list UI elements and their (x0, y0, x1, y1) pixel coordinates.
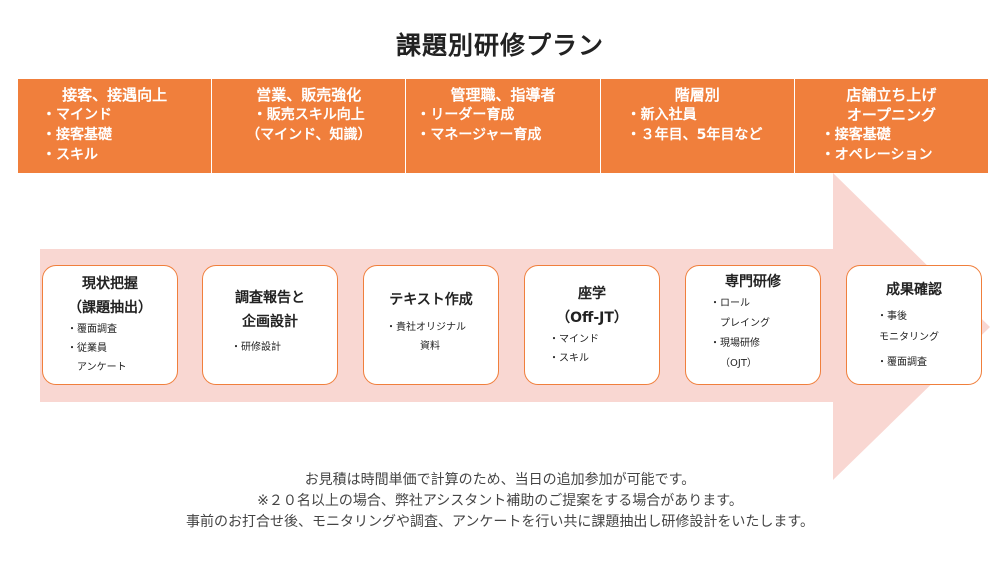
step-box-classroom: 座学 （Off-JT） ・マインド ・スキル (524, 265, 660, 385)
category-item: ・リーダー育成 (416, 107, 515, 123)
step-title: 成果確認 (886, 282, 942, 298)
step-item: ・現場研修 (710, 338, 760, 349)
step-item: ・マインド (549, 334, 599, 345)
category-management: 管理職、指導者 ・リーダー育成 ・マネージャー育成 (406, 79, 601, 173)
category-title: 接客、接遇向上 (62, 86, 168, 104)
step-title: （Off-JT） (556, 310, 628, 326)
note-line: 事前のお打合せ後、モニタリングや調査、アンケートを行い共に課題抽出し研修設計をい… (185, 514, 815, 530)
category-item: ・新入社員 (626, 107, 697, 123)
category-items: ・新入社員 ・３年目、5年目など (601, 105, 794, 145)
category-sales: 営業、販売強化 ・販売スキル向上 （マインド、知識） (212, 79, 407, 173)
step-title: 専門研修 (725, 274, 781, 290)
category-items: ・リーダー育成 ・マネージャー育成 (406, 105, 599, 145)
category-items: ・販売スキル向上 （マインド、知識） (212, 105, 405, 145)
category-item: ・接客基礎 (42, 127, 112, 143)
step-item: ・貴社オリジナル (386, 322, 466, 333)
category-title: 営業、販売強化 (256, 86, 362, 104)
step-item: ・覆面調査 (877, 357, 927, 368)
note-line: ※２０名以上の場合、弊社アシスタント補助のご提案をする場合があります。 (257, 493, 743, 509)
category-store-opening: 店舗立ち上げ オープニング ・接客基礎 ・オペレーション (795, 79, 988, 173)
step-item: ・スキル (549, 353, 589, 364)
step-title: 調査報告と (235, 290, 305, 306)
category-title: 階層別 (674, 86, 720, 104)
step-item: （OJT） (720, 358, 757, 369)
page-title: 課題別研修プラン (395, 31, 604, 60)
category-item: ・マインド (42, 107, 112, 123)
category-item: ・接客基礎 (820, 127, 891, 143)
category-item: ・オペレーション (820, 147, 933, 163)
category-header: 接客、接遇向上 ・マインド ・接客基礎 ・スキル 営業、販売強化 ・販売スキル向… (18, 79, 988, 173)
note-line: お見積は時間単価で計算のため、当日の追加参加が可能です。 (304, 472, 696, 488)
category-level: 階層別 ・新入社員 ・３年目、5年目など (601, 79, 795, 173)
category-item: ・マネージャー育成 (416, 127, 542, 143)
step-item: ・事後 (877, 311, 907, 322)
step-item: プレイング (720, 318, 770, 329)
step-items: ・事後 モニタリング ・覆面調査 (847, 306, 981, 373)
step-item: 資料 (420, 341, 440, 352)
category-item: ・販売スキル向上 (252, 107, 365, 123)
category-title: 店舗立ち上げ (846, 86, 937, 104)
step-item: ・覆面調査 (67, 324, 117, 335)
category-subtitle: オープニング (846, 106, 936, 124)
step-title: 現状把握 (82, 276, 138, 292)
step-box-text-creation: テキスト作成 ・貴社オリジナル 資料 (363, 265, 499, 385)
step-title: 企画設計 (242, 314, 298, 330)
footer-notes: お見積は時間単価で計算のため、当日の追加参加が可能です。 ※２０名以上の場合、弊… (0, 470, 1000, 533)
step-box-specialized-training: 専門研修 ・ロール プレイング ・現場研修 （OJT） (685, 265, 821, 385)
category-item: ・３年目、5年目など (626, 127, 763, 143)
category-item: ・スキル (42, 147, 98, 163)
arrow-shape (40, 173, 990, 480)
step-title: テキスト作成 (389, 292, 473, 308)
step-items: ・貴社オリジナル 資料 (364, 318, 498, 356)
step-item: ・従業員 (67, 343, 107, 354)
step-box-report-planning: 調査報告と 企画設計 ・研修設計 (202, 265, 338, 385)
step-box-current-status: 現状把握 （課題抽出） ・覆面調査 ・従業員 アンケート (42, 265, 178, 385)
category-items: ・マインド ・接客基礎 ・スキル (18, 105, 211, 165)
step-title: （課題抽出） (68, 300, 152, 316)
step-items: ・覆面調査 ・従業員 アンケート (43, 320, 177, 377)
category-customer-service: 接客、接遇向上 ・マインド ・接客基礎 ・スキル (18, 79, 213, 173)
category-title: 管理職、指導者 (450, 86, 556, 104)
step-items: ・研修設計 (203, 338, 337, 357)
step-box-result-check: 成果確認 ・事後 モニタリング ・覆面調査 (846, 265, 982, 385)
step-item: ・ロール (710, 298, 750, 309)
step-item: アンケート (77, 362, 127, 373)
step-items: ・ロール プレイング ・現場研修 （OJT） (686, 294, 820, 374)
category-item: （マインド、知識） (246, 127, 372, 143)
category-items: ・接客基礎 ・オペレーション (795, 125, 988, 165)
step-item: モニタリング (879, 332, 939, 343)
step-item: ・研修設計 (231, 342, 281, 353)
step-title: 座学 (578, 286, 606, 302)
step-items: ・マインド ・スキル (525, 330, 659, 368)
